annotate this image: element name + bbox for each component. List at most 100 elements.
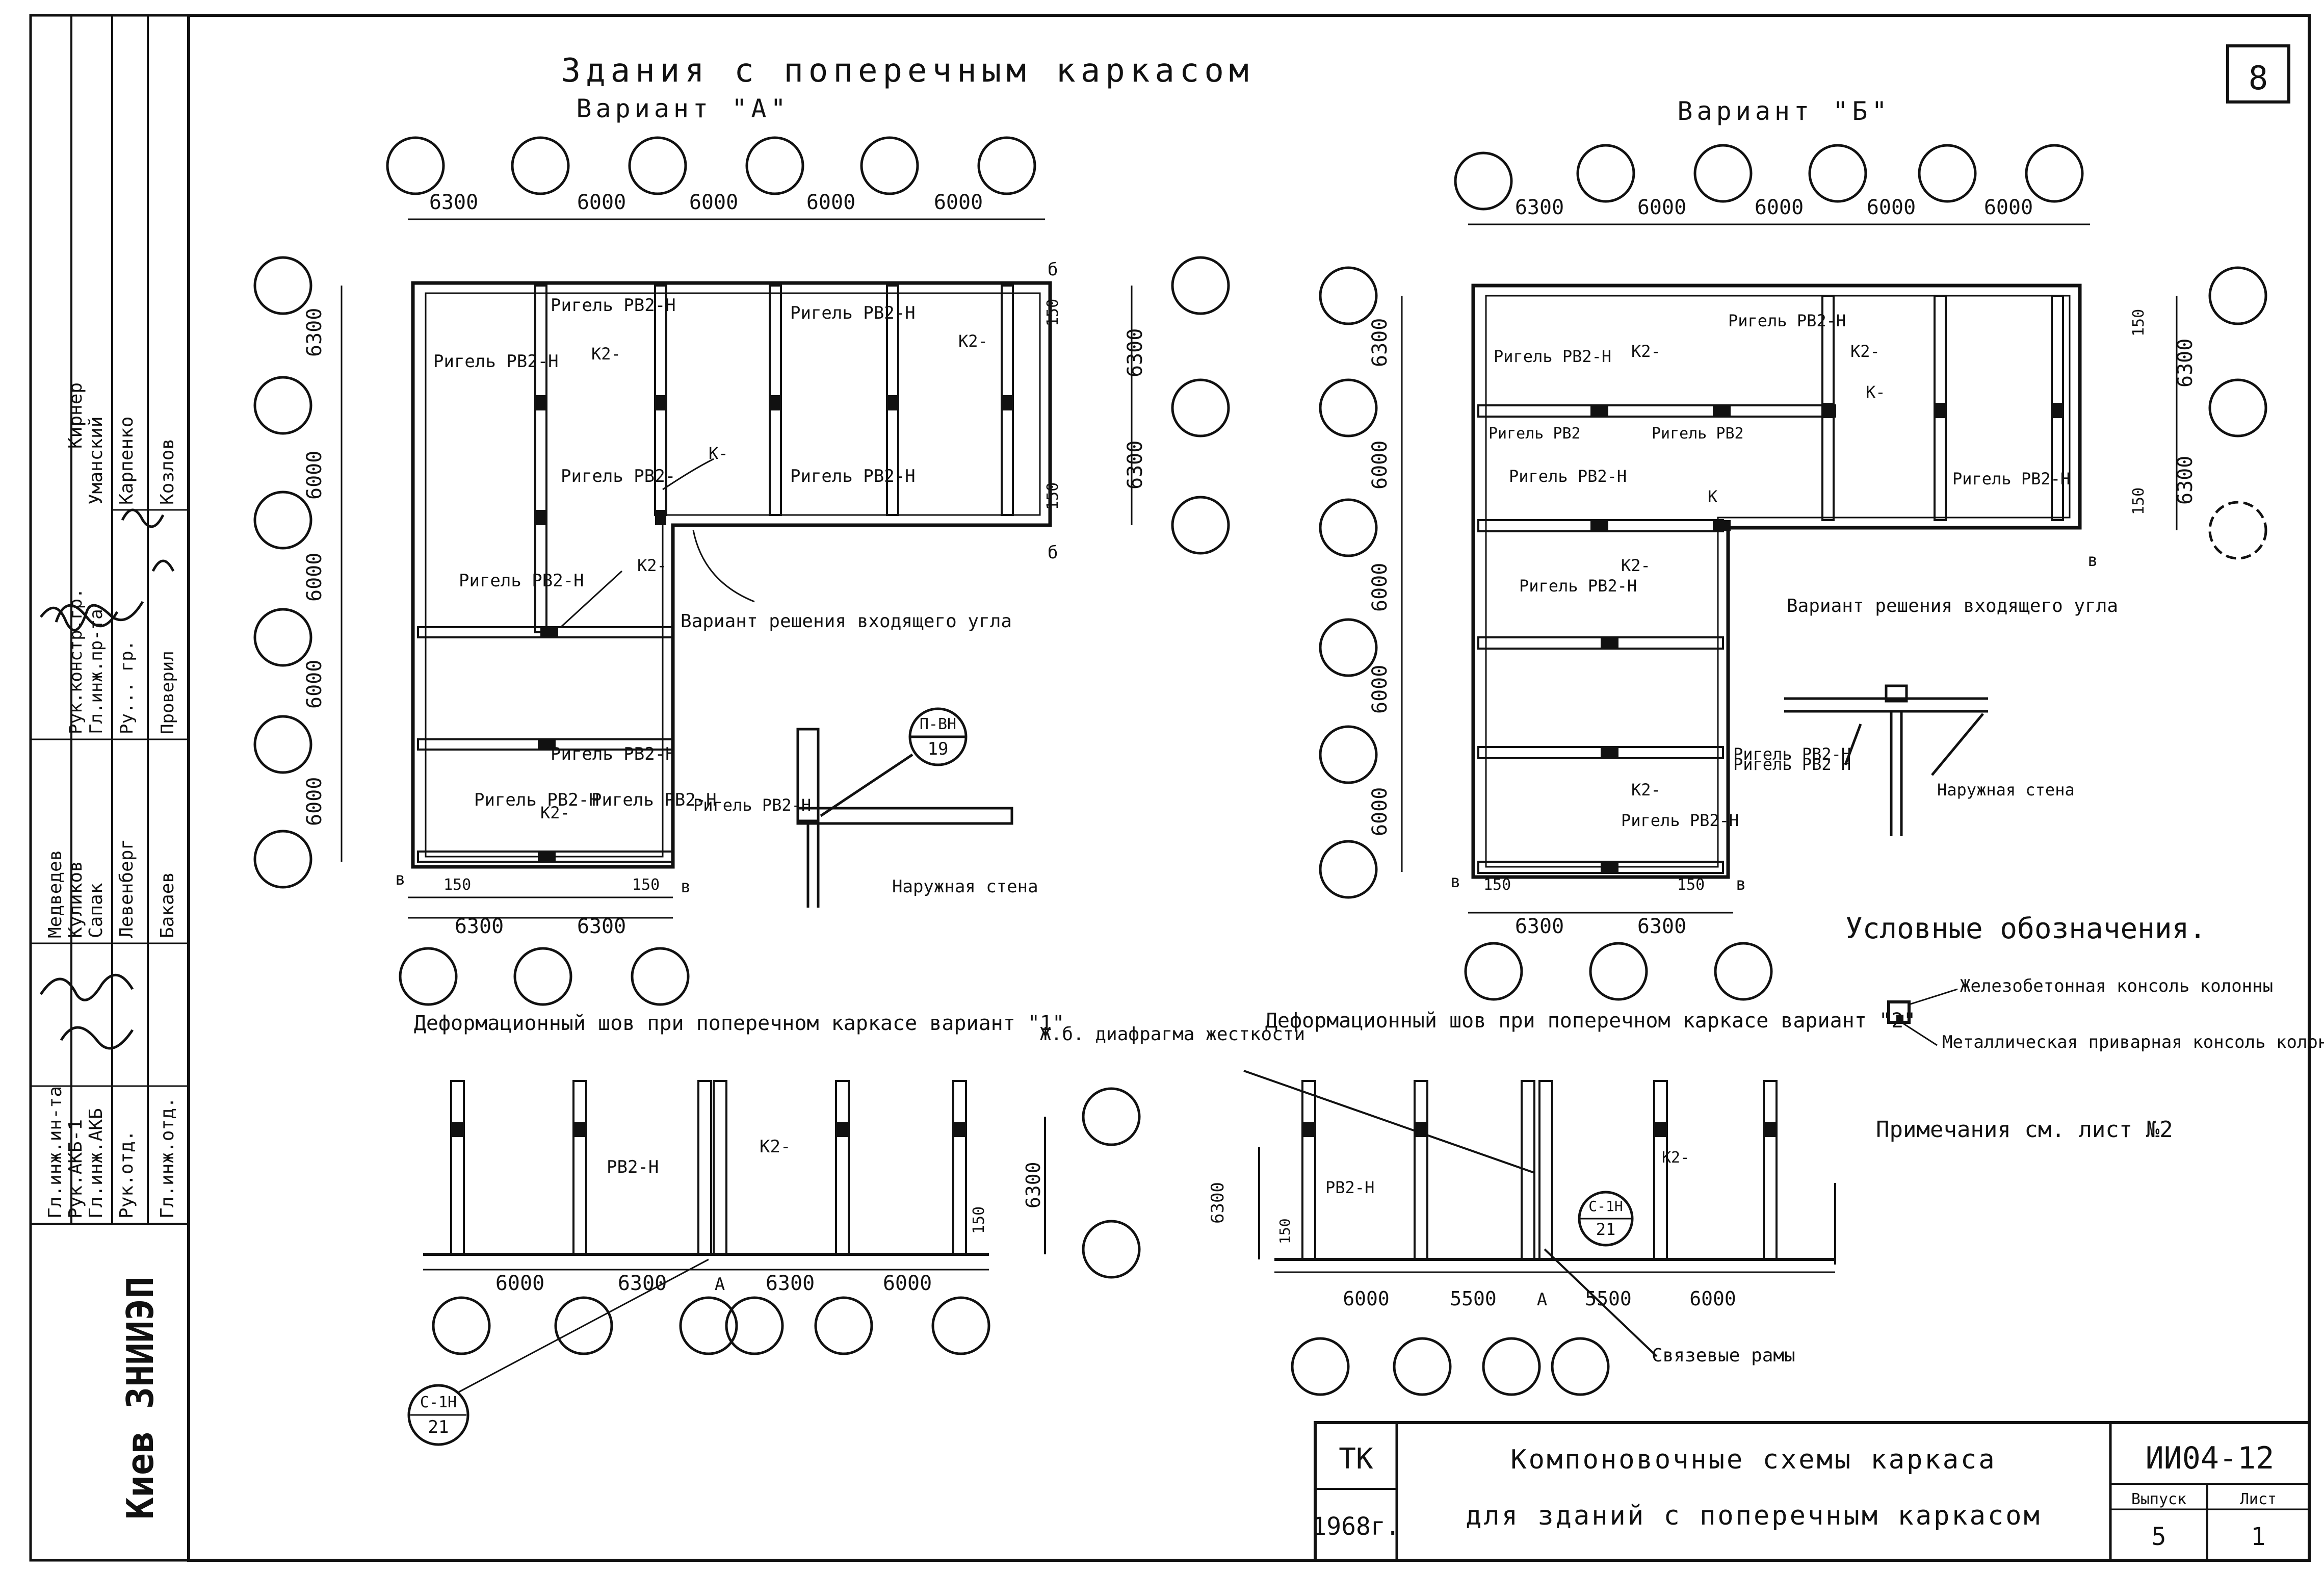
- variant-b-top-dim-2: 6000: [1637, 196, 1686, 219]
- variant-a-right-dim-2: 6300: [1124, 441, 1147, 489]
- variant-b-label-5: Ригель РВ2: [1652, 425, 1744, 443]
- variant-a-left-dim-4: 6000: [303, 660, 326, 709]
- variant-a-detail-wall: Наружная стена: [892, 877, 1038, 897]
- joint-2-dim-4: 5500: [1585, 1287, 1632, 1310]
- variant-b-k-5: К2-: [1621, 556, 1651, 575]
- variant-a-label-5: Ригель РВ2-Н: [790, 466, 916, 486]
- stamp-name-2: Куликов: [65, 861, 86, 938]
- variant-a-k-5: К2-: [540, 803, 570, 822]
- joint-2-dim-3: А: [1537, 1290, 1547, 1310]
- joint-1-frames: [423, 1080, 1046, 1271]
- variant-b-label-8: Ригель РВ2-Н: [1621, 811, 1739, 830]
- joint-1-side-dim: 6300: [1022, 1162, 1045, 1208]
- variant-a-consoles: [535, 395, 1013, 862]
- variant-b-left-dim-5: 6000: [1368, 787, 1392, 836]
- variant-b-consoles: [1590, 403, 2063, 873]
- variant-b-title: Вариант "Б": [1677, 96, 1891, 126]
- variant-a-detail-ref-bot: 19: [928, 739, 949, 759]
- variant-b-k-6: К2-: [1631, 780, 1661, 800]
- variant-b-right-dim-1: 6300: [2174, 339, 2197, 388]
- joint-2-dim-1: 6000: [1343, 1287, 1390, 1310]
- variant-b-left-dim-1: 6300: [1368, 318, 1392, 367]
- variant-b-detail: [1784, 684, 1988, 836]
- variant-a-plan: Вариант "А" 6300 6000 6000 6000 6000 630…: [253, 94, 1230, 1006]
- variant-a-k-2: К2-: [958, 331, 988, 351]
- legend-item-1: Железобетонная консоль колонны: [1960, 976, 2273, 996]
- joint-2-ref-top: С-1Н: [1588, 1198, 1623, 1215]
- variant-a-small-3: 150: [1044, 299, 1062, 326]
- variant-a-left-dim-3: 6000: [303, 553, 326, 602]
- variant-a-label-2: Ригель РВ2-Н: [433, 351, 559, 372]
- variant-b-detail-wall: Наружная стена: [1937, 780, 2075, 800]
- stamp-name-4: Левенберг: [116, 839, 137, 938]
- joint-2-ref-bot: 21: [1596, 1220, 1616, 1239]
- stamp-name2-3: Карпенко: [116, 417, 137, 505]
- joint-2-label-2: К2-: [1662, 1149, 1689, 1167]
- variant-a-label-9: Ригель РВ2-Н: [591, 790, 717, 810]
- stamp-role2-4: Проверил: [158, 651, 178, 734]
- joint-1-small: 150: [970, 1206, 988, 1234]
- variant-a-axis-mark-1: в: [395, 869, 405, 889]
- variant-a-bottom-dim-1: 6300: [455, 915, 504, 938]
- variant-a-title: Вариант "А": [576, 94, 790, 123]
- variant-b-k-4: К: [1708, 487, 1718, 506]
- variant-a-label-3: Ригель РВ2-Н: [790, 303, 916, 323]
- variant-a-detail: [796, 707, 1013, 908]
- joint-1-axis-bubbles: [432, 1087, 1141, 1355]
- joint-1-ref-bot: 21: [428, 1417, 449, 1437]
- stamp-role-2: Рук.АКБ-1: [65, 1119, 86, 1219]
- variant-b-axis-mark-1: в: [1450, 871, 1460, 892]
- joint-1-ref-top: С-1Н: [420, 1394, 457, 1411]
- variant-a-left-dim-2: 6000: [303, 451, 326, 500]
- joint-1-dim-2: 6300: [618, 1272, 667, 1295]
- variant-b-small-3: 150: [2130, 309, 2148, 337]
- title-block-sheet: 1: [2251, 1523, 2266, 1551]
- legend-item-2: Металлическая приварная консоль колонны: [1942, 1032, 2324, 1052]
- stamp-name2-2: Уманский: [86, 417, 107, 505]
- joint-2-consoles: [1302, 1122, 1777, 1137]
- joint-2-axis-bubbles: [1291, 1337, 1610, 1396]
- variant-a-top-dim-1: 6300: [429, 191, 478, 214]
- variant-a-small-2: 150: [632, 876, 660, 894]
- joint-2-diaphragm: Ж.б. диафрагма жесткости: [1040, 1024, 1305, 1045]
- variant-a-axis-mark-4: б: [1048, 543, 1058, 563]
- variant-b-label-2: Ригель РВ2-Н: [1728, 311, 1846, 330]
- variant-a-top-dim-4: 6000: [806, 191, 855, 214]
- variant-b-label-4: Ригель РВ2: [1489, 425, 1581, 443]
- joint-2-dim-5: 6000: [1689, 1287, 1736, 1310]
- title-block-sheet-label: Лист: [2240, 1490, 2277, 1508]
- variant-b-top-dim-5: 6000: [1984, 196, 2033, 219]
- variant-a-top-dim-5: 6000: [934, 191, 983, 214]
- stamp-role-1: Гл.инж.ин-та: [45, 1086, 66, 1219]
- rc-console-symbol: [1887, 1000, 1911, 1024]
- variant-b-plan: Вариант "Б" 6300 6000 6000 6000 6000 630…: [1319, 96, 2267, 1001]
- joint-1-label-2: К2-: [760, 1137, 791, 1157]
- joint-1-dim-1: 6000: [495, 1272, 544, 1295]
- title-block-year: 1968г.: [1312, 1512, 1400, 1541]
- joint-2-label-1: РВ2-Н: [1325, 1178, 1374, 1197]
- joint-2-dim-2: 5500: [1450, 1287, 1497, 1310]
- variant-b-label-6: Ригель РВ2-Н: [1509, 467, 1627, 486]
- legend: Условные обозначения. Железобетонная кон…: [1845, 912, 2324, 1143]
- joint-1-label-1: РВ2-Н: [607, 1157, 659, 1177]
- stamp-role2-1: Рук.констр.гр.: [66, 588, 86, 734]
- signature-scribbles: [39, 508, 175, 1050]
- left-stamp: [31, 15, 190, 1225]
- variant-a-note: Вариант решения входящего угла: [681, 611, 1012, 632]
- variant-b-axis-mark-3: в: [2087, 550, 2098, 571]
- variant-a-label-7: Ригель РВ2-Н: [551, 744, 676, 764]
- title-block-issue-label: Выпуск: [2131, 1490, 2186, 1508]
- joint-2-ref-circle: [1578, 1191, 1634, 1247]
- variant-b-detail-riegel: Ригель РВ2 Н: [1733, 755, 1851, 774]
- joint-1-dim-3: А: [715, 1274, 725, 1295]
- variant-b-top-dim-1: 6300: [1515, 196, 1564, 219]
- joint-1-ref-circle: [407, 1384, 469, 1446]
- joint-1-plan: Деформационный шов при поперечном каркас…: [407, 1012, 1141, 1446]
- title-block-code: ТК: [1339, 1442, 1373, 1476]
- sheet-number-box: [2226, 44, 2290, 104]
- variant-a-detail-riegel: Ригель РВ2-Н: [693, 795, 811, 815]
- joint-2-small: 150: [1276, 1218, 1293, 1244]
- variant-a-top-dim-2: 6000: [577, 191, 626, 214]
- variant-b-small-1: 150: [1483, 876, 1511, 894]
